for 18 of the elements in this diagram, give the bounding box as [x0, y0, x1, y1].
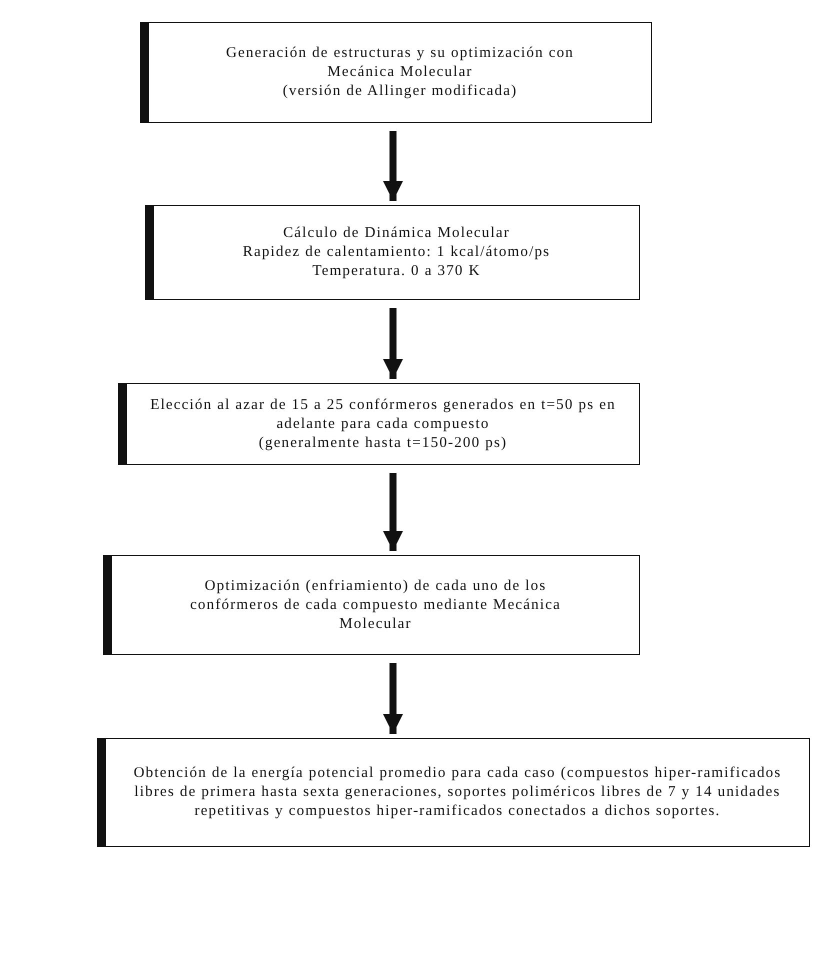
process-box — [140, 22, 652, 123]
box-text: Obtención de la energía potencial promedio para cada caso (compuestos hiper-ramificados libres de primera hasta sexta generaciones, soportes poliméricos libres de 7 y 14 unidades repetitivas y compuestos hiper-ramificados conectados a dichos soportes. — [132, 764, 782, 821]
box-text: (versión de Allinger modificada) — [282, 82, 518, 101]
process-box — [145, 205, 640, 300]
box-text: Rapidez de calentamiento: 1 kcal/átomo/ps — [242, 243, 550, 262]
arrow — [383, 308, 403, 379]
process-box — [97, 738, 810, 847]
box-text: Elección al azar de 15 a 25 confórmeros generados en t=50 ps en adelante para cada compuesto — [149, 396, 617, 434]
box-text: Temperatura. 0 a 370 K — [312, 262, 481, 281]
process-box — [103, 555, 640, 655]
box-text: Cálculo de Dinámica Molecular — [283, 224, 510, 243]
box-text: Optimización (enfriamiento) de cada uno de los confórmeros de cada compuesto mediante Mecánica Molecular — [189, 576, 562, 634]
process-box — [118, 383, 640, 465]
arrow — [383, 131, 403, 201]
box-text: (generalmente hasta t=150-200 ps) — [258, 434, 508, 452]
arrow — [383, 663, 403, 734]
arrow — [383, 473, 403, 551]
box-text: Generación de estructuras y su optimización con Mecánica Molecular — [225, 44, 575, 82]
